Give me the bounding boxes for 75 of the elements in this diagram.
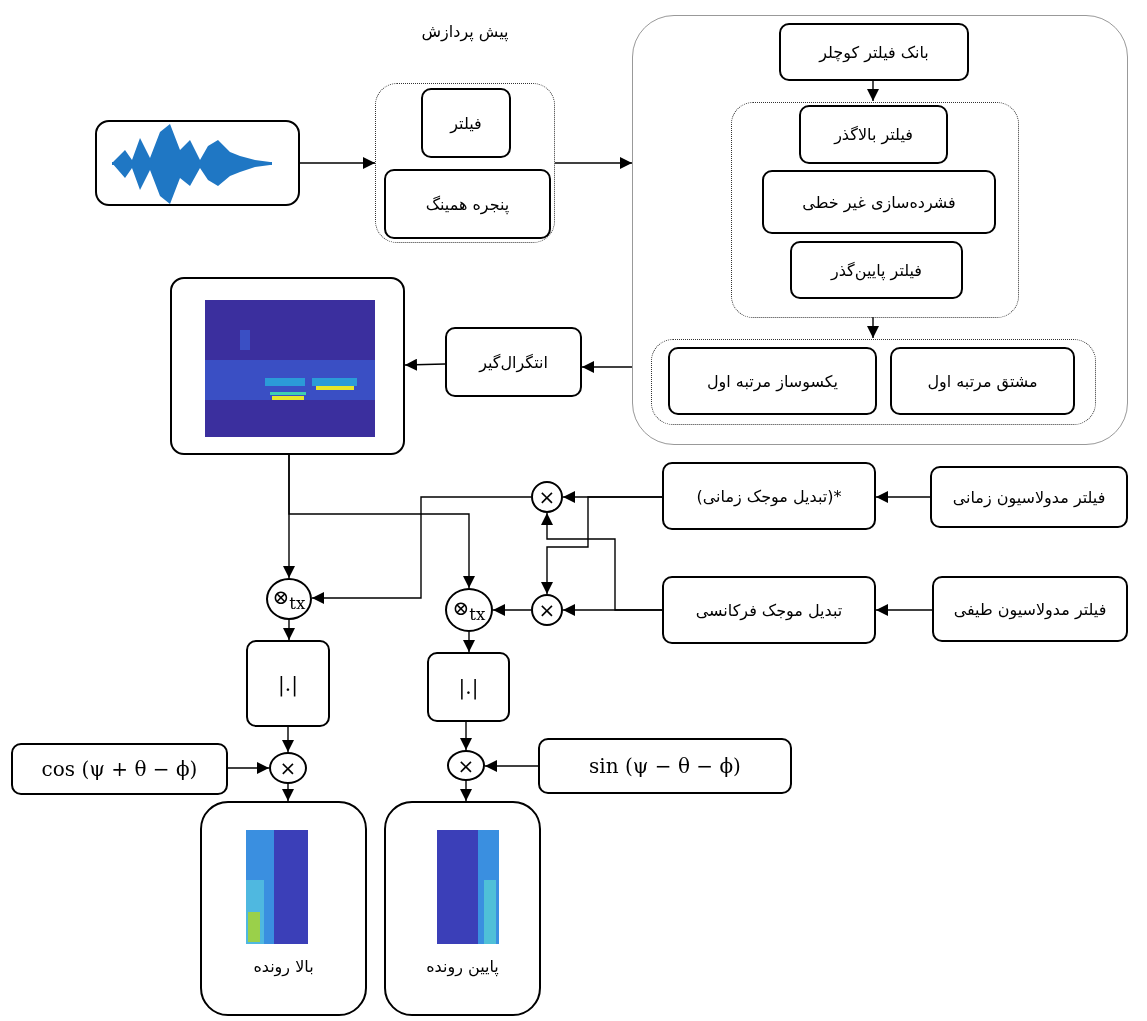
process-box <box>930 466 1128 528</box>
process-box <box>779 23 969 81</box>
process-box <box>662 462 876 530</box>
process-box <box>427 652 510 722</box>
box-label: فیلتر بالاگذر <box>834 125 913 144</box>
box-label: انتگرال‌گیر <box>479 352 548 372</box>
arrow <box>404 358 446 371</box>
process-box <box>799 105 948 164</box>
arrow <box>867 79 879 102</box>
group-frame <box>632 15 1128 445</box>
process-box <box>932 576 1128 642</box>
arrow <box>492 604 532 616</box>
arrow <box>283 619 295 641</box>
group-title: پیش پردازش <box>420 22 510 41</box>
formula-label: sin (ψ − θ − ϕ) <box>589 754 741 778</box>
operator-symbol: × <box>538 598 556 622</box>
image-box <box>170 277 405 455</box>
operator-symbol: ⊗$_{tx}$ <box>452 596 486 624</box>
process-box <box>538 738 792 794</box>
box-label: فیلتر مدولاسیون طیفی <box>953 599 1107 619</box>
operator-circle <box>266 578 312 620</box>
result-box <box>200 801 367 1016</box>
arrow <box>282 783 294 802</box>
process-box <box>762 170 996 234</box>
arrow <box>463 631 475 653</box>
arrow <box>299 157 376 169</box>
process-box <box>668 347 877 415</box>
process-box <box>662 576 876 644</box>
operator-symbol: × <box>279 756 297 780</box>
arrow <box>867 316 879 339</box>
box-label: تبدیل موجک فرکانسی <box>695 600 843 620</box>
arrow <box>282 726 294 753</box>
box-label: پایین رونده <box>426 957 499 976</box>
process-box <box>246 640 330 727</box>
arrow <box>562 604 663 616</box>
operator-circle <box>531 594 563 626</box>
operator-symbol: ⊗$_{tx}$ <box>272 585 306 613</box>
process-box <box>384 169 551 239</box>
arrow <box>554 157 633 169</box>
box-label: بالا رونده <box>253 957 314 976</box>
arrow <box>227 762 270 774</box>
box-label: پنجره همینگ <box>425 194 510 214</box>
arrow <box>484 760 539 772</box>
box-label: فشرده‌سازی غیر خطی <box>802 192 956 212</box>
arrow <box>875 604 933 616</box>
result-box <box>384 801 541 1016</box>
operator-symbol: × <box>538 485 556 509</box>
box-label: *(تبدیل موجک زمانی) <box>696 486 842 506</box>
formula-label: |.| <box>278 671 298 696</box>
arrow <box>288 454 475 589</box>
operator-circle <box>445 588 493 632</box>
operator-circle <box>447 750 485 781</box>
box-label: بانک فیلتر کوچلر <box>819 42 929 62</box>
box-label: فیلتر <box>450 113 482 133</box>
process-box <box>790 241 963 299</box>
process-box <box>421 88 511 158</box>
arrow <box>875 491 931 503</box>
formula-label: cos (ψ + θ − ϕ) <box>41 757 198 781</box>
box-label: مشتق مرتبه اول <box>927 371 1038 391</box>
process-box <box>11 743 228 795</box>
arrow <box>311 496 532 604</box>
formula-label: |.| <box>458 675 479 699</box>
arrow <box>541 496 663 595</box>
arrow <box>581 361 633 373</box>
arrow <box>460 780 472 802</box>
operator-circle <box>531 481 563 513</box>
operator-circle <box>269 752 307 784</box>
operator-symbol: × <box>457 753 475 778</box>
box-label: فیلتر مدولاسیون زمانی <box>952 487 1106 507</box>
box-label: یکسوساز مرتبه اول <box>706 371 839 391</box>
image-box <box>95 120 300 206</box>
process-box <box>890 347 1075 415</box>
process-box <box>445 327 582 397</box>
box-label: فیلتر پایین‌گذر <box>830 260 922 280</box>
arrow <box>460 721 472 751</box>
